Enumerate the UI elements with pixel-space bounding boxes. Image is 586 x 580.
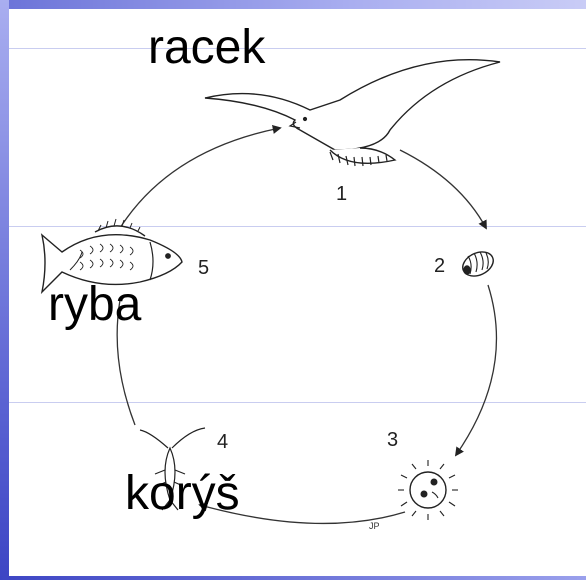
stage-number-1: 1 bbox=[336, 183, 347, 205]
arrow-crustacean-to-fish bbox=[116, 299, 136, 426]
rule-line bbox=[9, 226, 586, 227]
rule-line bbox=[9, 402, 586, 403]
stage-number-3: 3 bbox=[387, 429, 398, 451]
larva-icon bbox=[398, 460, 458, 520]
label-fish: ryba bbox=[48, 278, 142, 331]
stage-number-5: 5 bbox=[198, 257, 209, 279]
egg-icon bbox=[462, 251, 494, 277]
slide-frame-left bbox=[0, 0, 9, 580]
gull-icon bbox=[204, 59, 501, 167]
arrow-larva-to-crustacean bbox=[198, 502, 406, 525]
fish-icon bbox=[40, 218, 183, 295]
arrow-egg-to-larva bbox=[454, 284, 498, 457]
crustacean-icon bbox=[139, 427, 206, 511]
stage-number-4: 4 bbox=[217, 431, 228, 453]
rule-line bbox=[9, 48, 586, 49]
arrow-fish-to-gull bbox=[119, 124, 282, 229]
label-crustacean: korýš bbox=[125, 467, 240, 520]
artist-signature: JP bbox=[369, 521, 380, 531]
slide-frame-top bbox=[0, 0, 586, 9]
label-gull: racek bbox=[148, 21, 266, 74]
stage-number-2: 2 bbox=[434, 255, 445, 277]
arrow-gull-to-egg bbox=[399, 149, 487, 230]
slide-frame-bottom bbox=[0, 576, 586, 580]
